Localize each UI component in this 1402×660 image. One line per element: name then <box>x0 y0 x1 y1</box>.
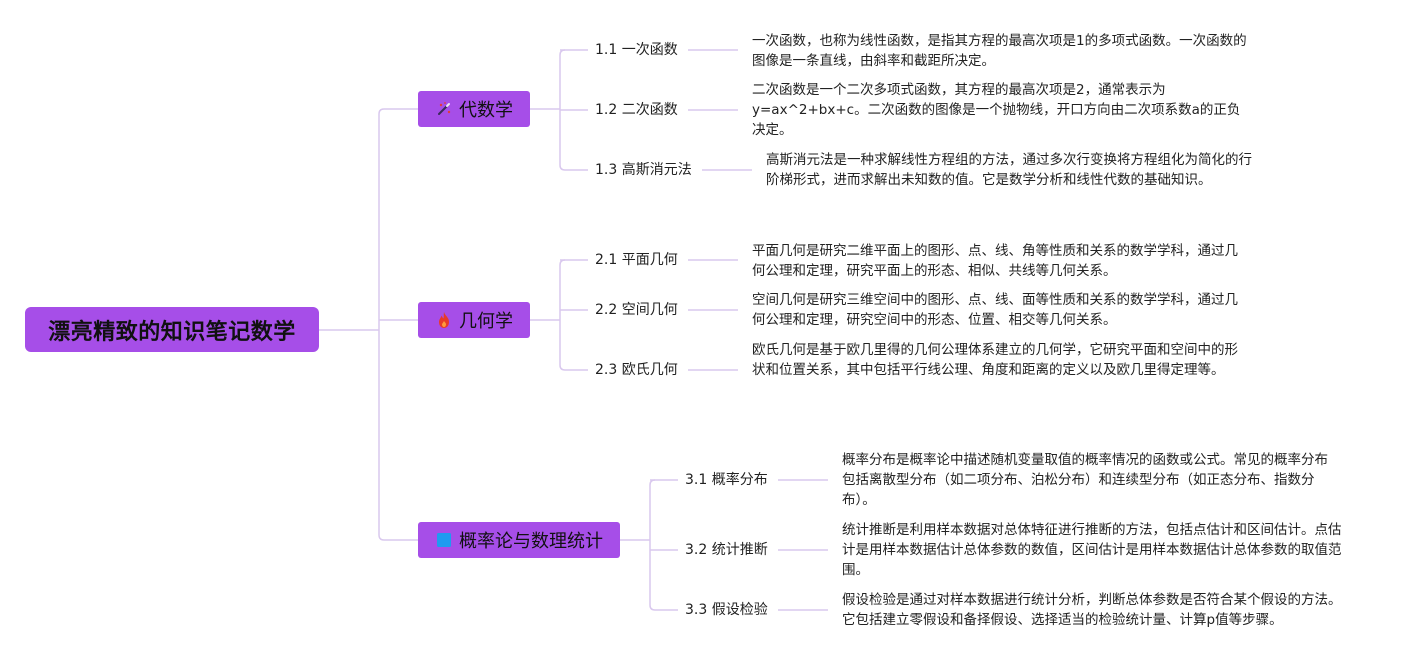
topic-solid-geometry[interactable]: 2.2 空间几何 <box>595 302 678 318</box>
branch-geometry[interactable]: 几何学 <box>418 302 530 338</box>
branch-label: 代数学 <box>459 100 513 121</box>
connector-b1-spine <box>559 49 588 171</box>
connector-trunk-3 <box>378 114 418 541</box>
topic-statistical-inference[interactable]: 3.2 统计推断 <box>685 542 768 558</box>
connector-b2-spine <box>559 259 588 371</box>
topic-hypothesis-testing[interactable]: 3.3 假设检验 <box>685 602 768 618</box>
branch-probability-statistics[interactable]: 概率论与数理统计 <box>418 522 620 558</box>
desc-hypothesis-testing: 假设检验是通过对样本数据进行统计分析，判断总体参数是否符合某个假设的方法。它包括… <box>842 592 1342 628</box>
desc-quadratic-function: 二次函数是一个二次多项式函数，其方程的最高次项是2，通常表示为y=ax^2+bx… <box>752 82 1241 138</box>
desc-probability-distribution: 概率分布是概率论中描述随机变量取值的概率情况的函数或公式。常见的概率分布包括离散… <box>842 452 1328 508</box>
connector-b3-spine <box>649 479 678 611</box>
fire-icon <box>435 311 453 329</box>
root-node[interactable]: 漂亮精致的知识笔记数学 <box>25 307 319 352</box>
connector-trunk-1 <box>378 108 418 115</box>
desc-linear-function: 一次函数，也称为线性函数，是指其方程的最高次项是1的多项式函数。一次函数的图像是… <box>752 33 1247 69</box>
desc-gaussian-elimination: 高斯消元法是一种求解线性方程组的方法，通过多次行变换将方程组化为简化的行阶梯形式… <box>766 152 1252 188</box>
topic-quadratic-function[interactable]: 1.2 二次函数 <box>595 102 678 118</box>
topic-gaussian-elimination[interactable]: 1.3 高斯消元法 <box>595 162 692 178</box>
topic-plane-geometry[interactable]: 2.1 平面几何 <box>595 252 678 268</box>
topic-euclidean-geometry[interactable]: 2.3 欧氏几何 <box>595 362 678 378</box>
desc-plane-geometry: 平面几何是研究二维平面上的图形、点、线、角等性质和关系的数学学科，通过几何公理和… <box>752 243 1238 279</box>
desc-statistical-inference: 统计推断是利用样本数据对总体特征进行推断的方法，包括点估计和区间估计。点估计是用… <box>842 522 1342 578</box>
branch-algebra[interactable]: 代数学 <box>418 91 530 127</box>
root-title: 漂亮精致的知识笔记数学 <box>48 319 296 345</box>
blue-square-icon <box>435 531 453 549</box>
desc-euclidean-geometry: 欧氏几何是基于欧几里得的几何公理体系建立的几何学，它研究平面和空间中的形状和位置… <box>752 342 1238 378</box>
desc-solid-geometry: 空间几何是研究三维空间中的图形、点、线、面等性质和关系的数学学科，通过几何公理和… <box>752 292 1238 328</box>
topic-linear-function[interactable]: 1.1 一次函数 <box>595 42 678 58</box>
branch-label: 几何学 <box>459 311 513 332</box>
magic-wand-icon <box>435 100 453 118</box>
branch-label: 概率论与数理统计 <box>459 531 603 552</box>
topic-probability-distribution[interactable]: 3.1 概率分布 <box>685 472 768 488</box>
